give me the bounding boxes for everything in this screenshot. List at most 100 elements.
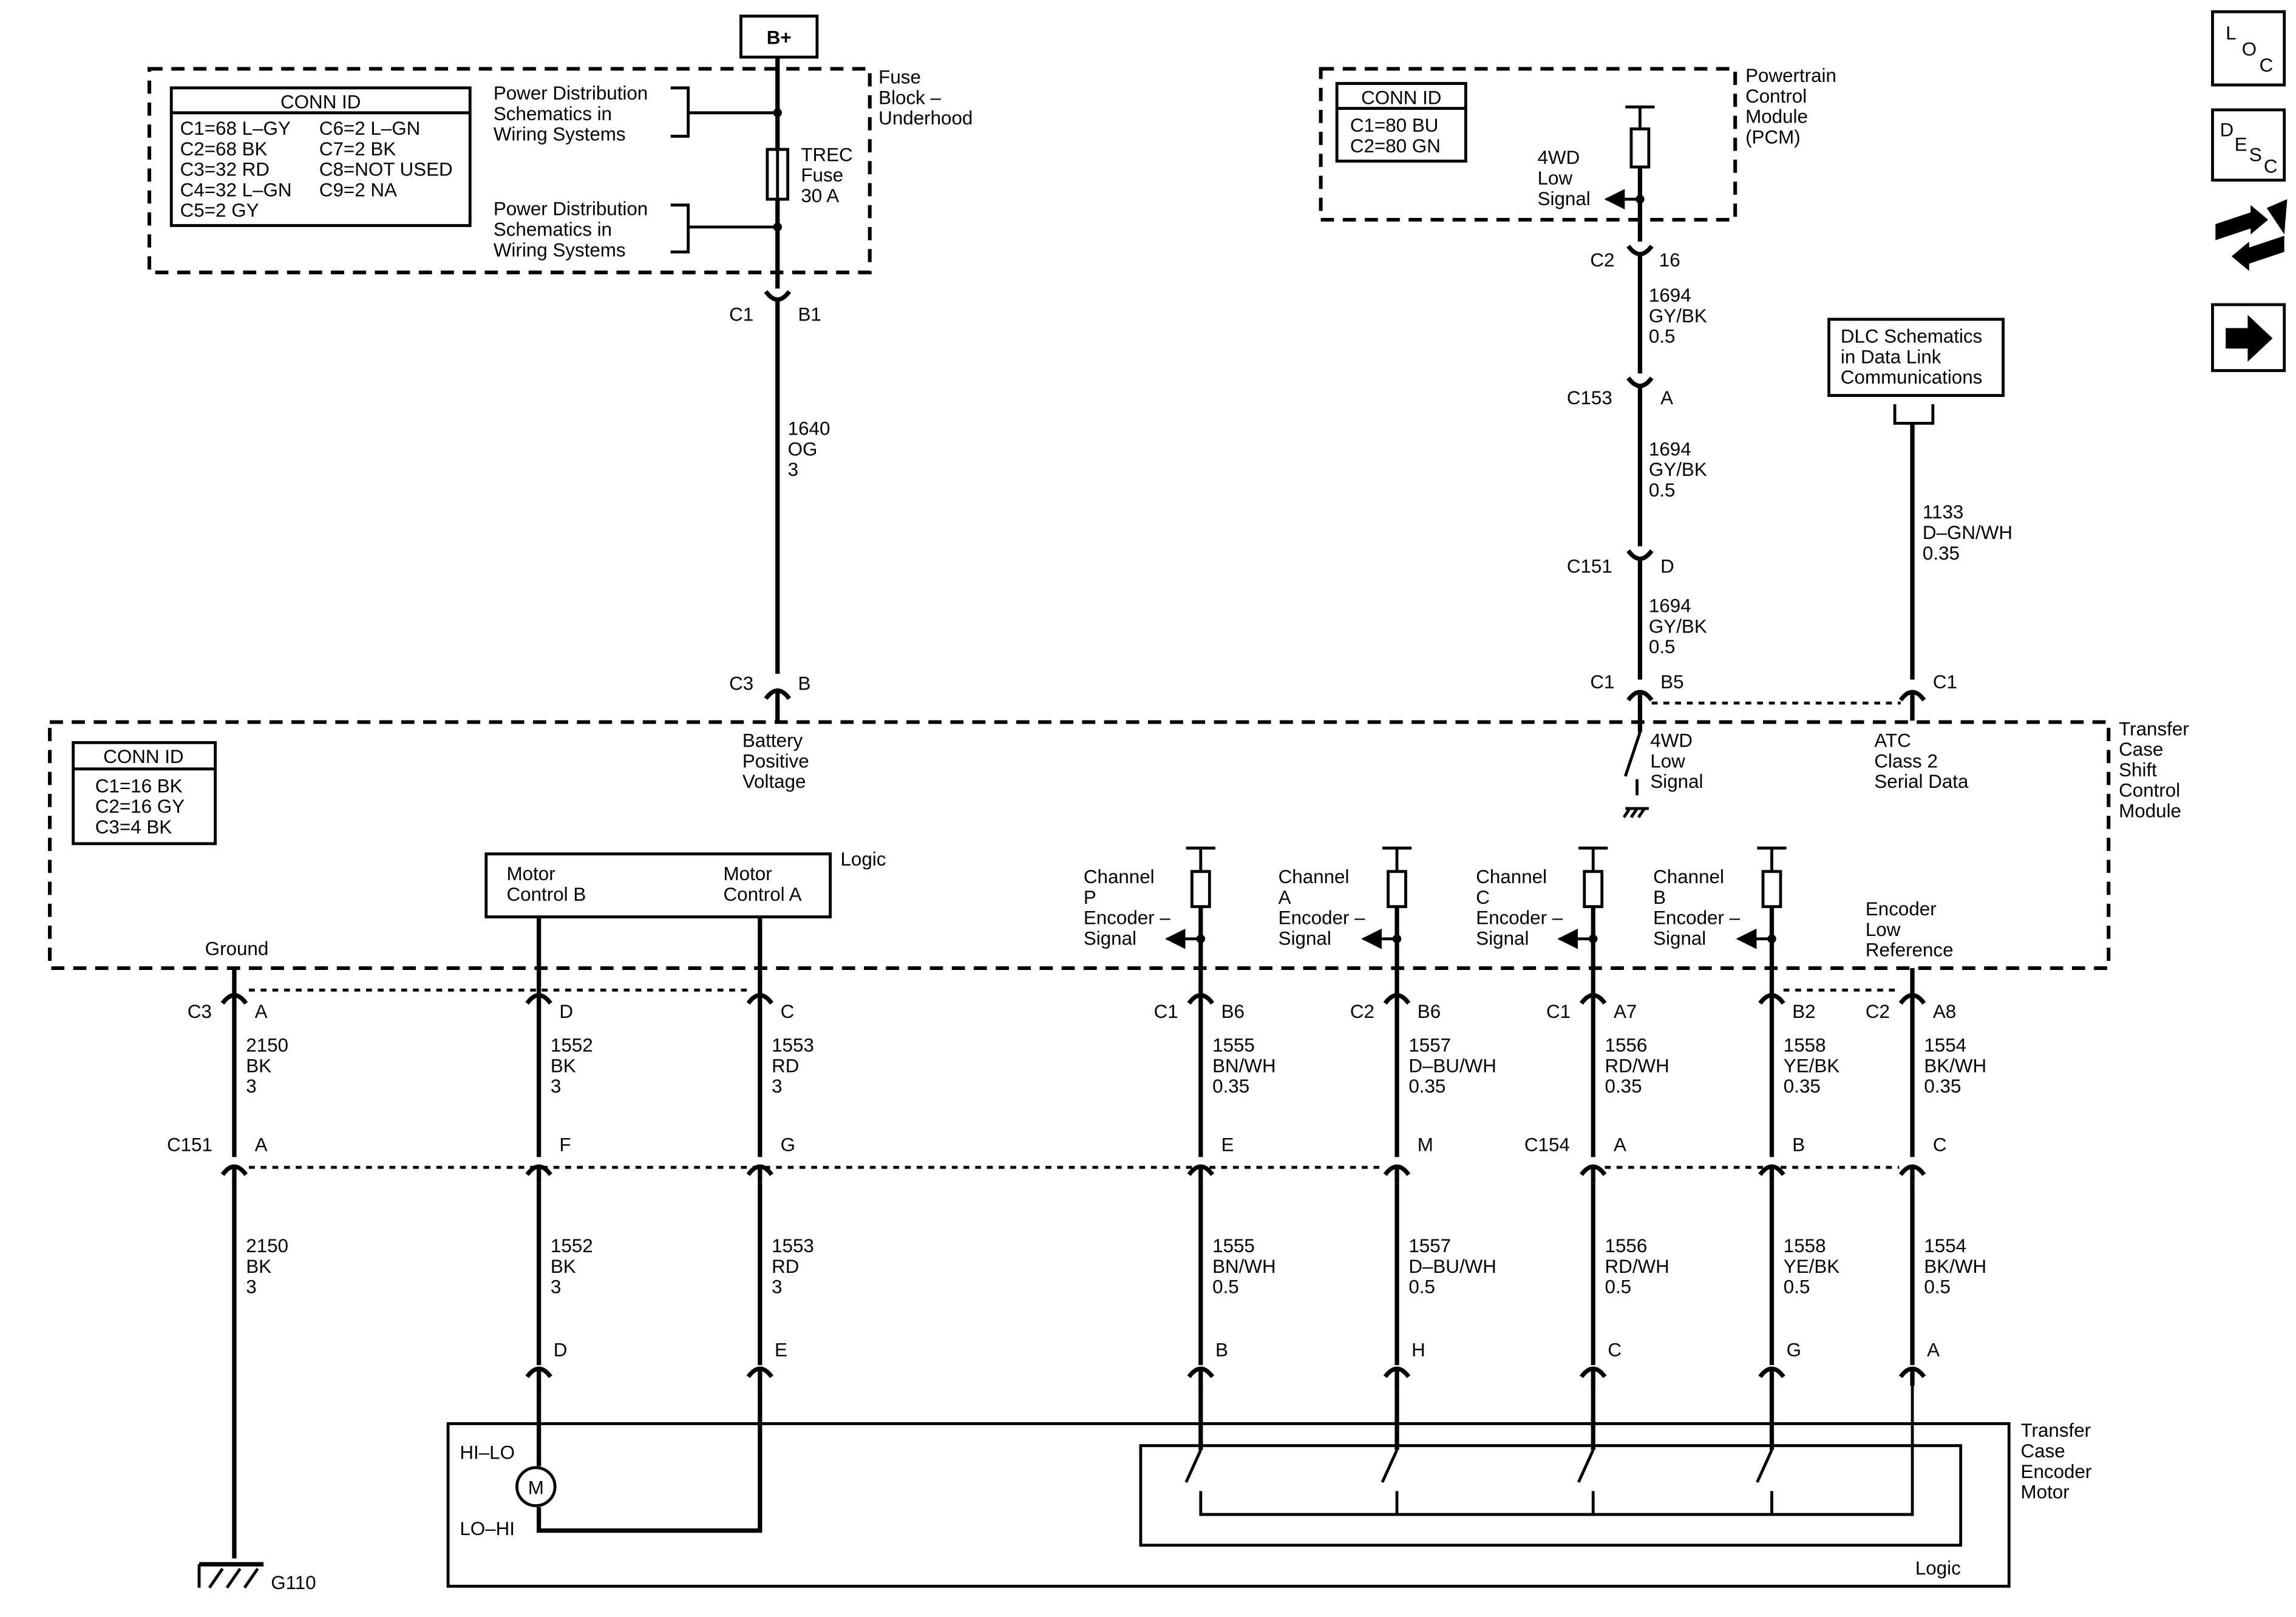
tccm-title-4: Control bbox=[2119, 780, 2180, 801]
encoder-logic-label: Logic bbox=[1915, 1558, 1961, 1579]
battery-positive-voltage-2: Positive bbox=[742, 750, 809, 771]
location-icon[interactable]: L O C bbox=[2211, 10, 2286, 87]
power-dist-ref-2[interactable]: Power Distribution bbox=[494, 198, 648, 220]
fuse-block-title-2: Block – bbox=[878, 87, 941, 108]
lo-hi-label: LO–HI bbox=[460, 1518, 515, 1539]
trec-fuse-label: TREC bbox=[801, 144, 852, 165]
ground-label-g110: G110 bbox=[271, 1572, 316, 1593]
pin-label: C bbox=[1933, 1134, 1947, 1156]
dlc-serial-data-wire bbox=[1651, 404, 1935, 721]
pin-label: F bbox=[559, 1134, 571, 1156]
conn-label: C3 bbox=[188, 1001, 212, 1022]
battery-positive-box: B+ bbox=[739, 15, 819, 59]
loc-letter-l: L bbox=[2226, 22, 2236, 44]
bplus-wire bbox=[764, 57, 791, 721]
channel-b-label-4: Signal bbox=[1653, 927, 1706, 949]
channel-a-label: Channel bbox=[1279, 866, 1350, 887]
wire-circuit: 1640 bbox=[788, 418, 830, 439]
wire-color: RD/WH bbox=[1605, 1256, 1669, 1277]
wire-gauge: 0.5 bbox=[1649, 326, 1676, 347]
wire-color: BK/WH bbox=[1924, 1055, 1986, 1076]
pin-label: B2 bbox=[1792, 1001, 1815, 1022]
encoder-low-ref-label-2: Low bbox=[1866, 919, 1901, 940]
conn-id-entry: C6=2 L–GN bbox=[319, 118, 420, 139]
tccm-title-5: Module bbox=[2119, 800, 2181, 821]
ground-label: Ground bbox=[205, 938, 269, 959]
dlc-reference-box[interactable]: DLC Schematics in Data Link Communicatio… bbox=[1827, 317, 2005, 397]
wire-color: GY/BK bbox=[1649, 459, 1707, 480]
dlc-ref-line1: DLC Schematics bbox=[1841, 326, 1982, 347]
conn-id-entry: C4=32 L–GN bbox=[180, 179, 292, 200]
motor-control-b-label: Motor bbox=[507, 863, 555, 884]
wire-gauge: 0.5 bbox=[1605, 1276, 1632, 1298]
transfer-case-shift-control-module: Transfer Case Shift Control Module CONN … bbox=[47, 718, 2189, 971]
pin-label: A7 bbox=[1614, 1001, 1637, 1022]
conn-id-entry: C5=2 GY bbox=[180, 200, 259, 221]
wire-color: BN/WH bbox=[1212, 1055, 1276, 1076]
wire-color: D–BU/WH bbox=[1408, 1256, 1496, 1277]
pcm-signal-label-2: Low bbox=[1538, 168, 1573, 189]
motor-title-1: Transfer bbox=[2021, 1420, 2091, 1441]
conn-label: C1 bbox=[1546, 1001, 1571, 1022]
wire-color: RD bbox=[772, 1055, 799, 1076]
conn-id-entry: C2=16 GY bbox=[95, 796, 185, 817]
wire-color: YE/BK bbox=[1784, 1256, 1839, 1277]
conn-id-entry: C1=68 L–GY bbox=[180, 118, 291, 139]
wire-circuit: 2150 bbox=[246, 1235, 288, 1256]
wire-circuit: 1558 bbox=[1784, 1035, 1826, 1056]
inline-conn-c153: C153 bbox=[1567, 387, 1612, 408]
wire-color: BK bbox=[246, 1055, 271, 1076]
motor-title-4: Motor bbox=[2021, 1482, 2070, 1503]
motor-control-b-label-2: Control B bbox=[507, 884, 586, 905]
pin-label: B6 bbox=[1221, 1001, 1245, 1022]
next-arrow-icon[interactable] bbox=[2211, 303, 2286, 372]
description-icon[interactable]: D E S C bbox=[2211, 108, 2286, 182]
pin-label: D bbox=[559, 1001, 573, 1022]
ground-g110-symbol: G110 bbox=[197, 1180, 316, 1593]
conn-id-entry: C8=NOT USED bbox=[319, 159, 453, 180]
tccm-title-3: Shift bbox=[2119, 759, 2157, 781]
pcm-title-3: Module bbox=[1745, 106, 1808, 127]
wire-circuit: 1555 bbox=[1212, 1035, 1255, 1056]
wire-color: BK/WH bbox=[1924, 1256, 1986, 1277]
fuse-block-title-1: Fuse bbox=[878, 67, 921, 88]
wire-gauge: 0.5 bbox=[1649, 480, 1676, 501]
atc-serial-data-2: Class 2 bbox=[1874, 750, 1938, 771]
desc-letter-s: S bbox=[2249, 144, 2262, 165]
conn-id-entry: C3=4 BK bbox=[95, 816, 172, 838]
conn-id-entry: C2=80 GN bbox=[1350, 135, 1441, 157]
wire-circuit: 1554 bbox=[1924, 1235, 1966, 1256]
trec-fuse-rating: 30 A bbox=[801, 185, 839, 206]
pcm-signal-label-3: Signal bbox=[1538, 188, 1591, 209]
trec-fuse-label-2: Fuse bbox=[801, 164, 843, 186]
wire-circuit: 1553 bbox=[772, 1035, 814, 1056]
desc-letter-d: D bbox=[2220, 119, 2234, 140]
wire-circuit: 1694 bbox=[1649, 438, 1691, 459]
wire-circuit: 1556 bbox=[1605, 1035, 1648, 1056]
pcm-title-4: (PCM) bbox=[1745, 126, 1801, 147]
motor-symbol: M bbox=[515, 1384, 763, 1533]
wire-circuit: 1557 bbox=[1408, 1035, 1451, 1056]
wire-gauge: 0.5 bbox=[1212, 1276, 1239, 1298]
diagnostic-wrench-icon[interactable] bbox=[2215, 199, 2288, 271]
wire-circuit: 1552 bbox=[551, 1235, 593, 1256]
motor-control-a-label: Motor bbox=[724, 863, 772, 884]
pin-label: A bbox=[1660, 387, 1673, 408]
tccm-low-signal-2: Low bbox=[1650, 750, 1685, 771]
power-dist-ref-1-line2: Schematics in bbox=[494, 103, 612, 124]
wire-gauge: 0.35 bbox=[1408, 1076, 1445, 1097]
channel-p-label: Channel bbox=[1084, 866, 1155, 887]
pin-label: B5 bbox=[1660, 671, 1683, 693]
channel-c-label-3: Encoder – bbox=[1476, 907, 1563, 929]
tccm-title-1: Transfer bbox=[2119, 718, 2189, 739]
pcm-conn-id-header: CONN ID bbox=[1361, 87, 1441, 108]
conn-id-entry: C3=32 RD bbox=[180, 159, 270, 180]
inline-conn-c154: C154 bbox=[1524, 1134, 1570, 1156]
power-dist-ref-1[interactable]: Power Distribution bbox=[494, 83, 648, 104]
channel-c-label: Channel bbox=[1476, 866, 1547, 887]
wire-color: BK bbox=[551, 1256, 576, 1277]
